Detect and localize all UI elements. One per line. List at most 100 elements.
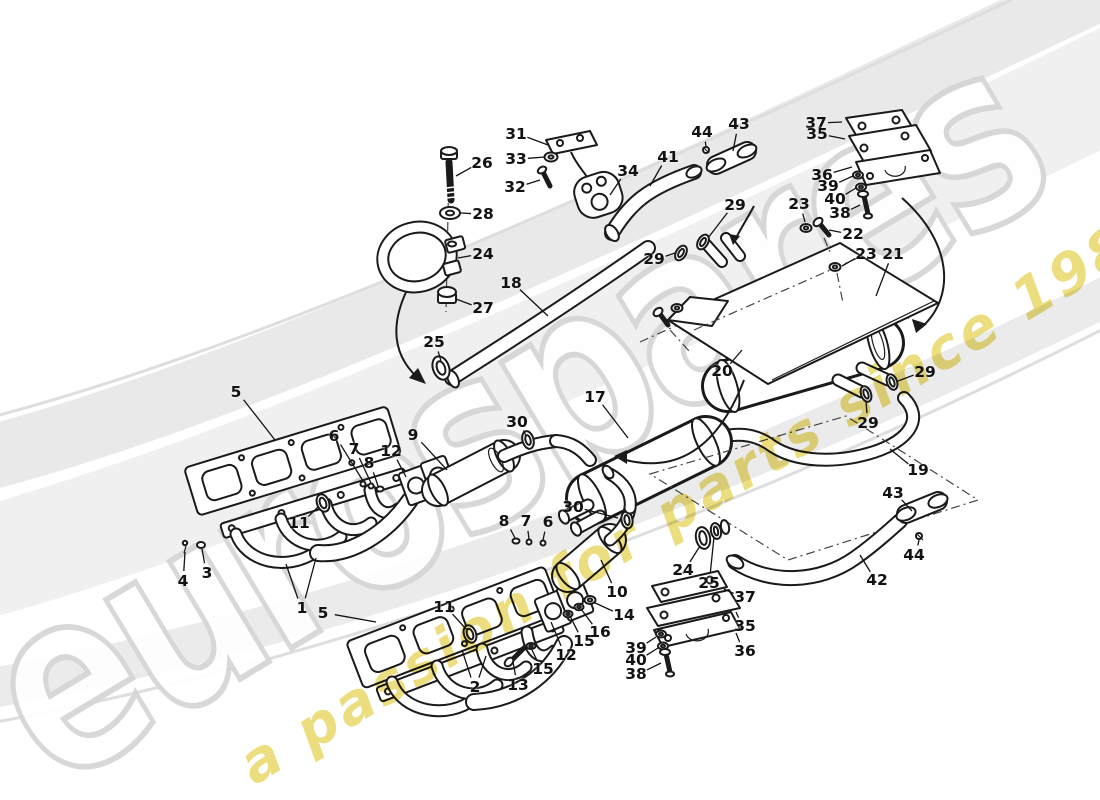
- leader-line: [285, 563, 299, 599]
- leader-line: [522, 430, 527, 437]
- leader-line: [665, 252, 676, 257]
- hanger-bracket-group: [536, 130, 624, 219]
- leader-line: [850, 204, 861, 210]
- bolt-22: [657, 311, 671, 328]
- leader-line: [602, 404, 629, 439]
- leader-line: [396, 459, 407, 478]
- leader-line: [460, 212, 472, 215]
- leader-line: [689, 545, 701, 563]
- leader-line: [455, 166, 472, 177]
- leader-line: [600, 559, 613, 584]
- leader-line: [828, 135, 846, 140]
- bolt-38: [861, 193, 871, 217]
- rubber-hanger-34: [573, 170, 624, 219]
- leader-line: [723, 588, 735, 595]
- leader-line: [580, 608, 593, 625]
- leader-line: [437, 351, 442, 362]
- leader-line: [828, 229, 842, 233]
- leader-line: [865, 400, 868, 414]
- tail-pipe-upper-group: [604, 141, 758, 243]
- leader-line: [457, 254, 472, 259]
- leader-line: [527, 156, 546, 159]
- leader-line: [304, 557, 317, 599]
- leader-line: [519, 289, 549, 317]
- leader-line: [183, 551, 186, 572]
- leader-line: [707, 212, 728, 239]
- leader-line: [735, 632, 741, 643]
- leader-line: [646, 636, 657, 644]
- leader-line: [527, 136, 549, 146]
- arrowhead: [409, 368, 426, 384]
- curved-arrow: [621, 379, 745, 465]
- leader-line: [917, 539, 920, 546]
- leader-line: [201, 548, 206, 564]
- leader-line: [372, 472, 379, 487]
- stud-6: [359, 480, 367, 488]
- leader-line: [802, 213, 806, 223]
- leader-line: [461, 649, 472, 678]
- curved-arrow: [395, 289, 419, 379]
- leader-line: [542, 531, 546, 541]
- leader-line: [307, 506, 319, 518]
- front-pipe-and-clamp-group: [376, 146, 656, 389]
- leader-line: [729, 349, 743, 365]
- manifold-gasket-5: [184, 406, 402, 516]
- bolt-22: [817, 221, 832, 238]
- leader-line: [339, 444, 364, 482]
- leader-line: [527, 530, 530, 540]
- arrowhead: [912, 319, 927, 333]
- leader-line: [358, 457, 372, 484]
- left-bank-exhaust-group: [181, 303, 745, 569]
- leader-line: [334, 614, 377, 623]
- leader-line: [550, 621, 562, 647]
- leader-line: [584, 508, 619, 519]
- leader-line: [455, 298, 472, 306]
- leader-line: [569, 615, 579, 633]
- leader-line: [889, 448, 909, 465]
- bolt-32: [540, 169, 553, 189]
- bolt-13: [509, 644, 528, 663]
- leader-line: [732, 133, 738, 152]
- leader-line: [859, 554, 871, 573]
- leader-line: [735, 611, 740, 618]
- leader-line: [609, 178, 622, 196]
- arrowhead: [729, 234, 740, 245]
- leader-line: [841, 257, 856, 267]
- leader-line: [649, 165, 663, 187]
- bracket-36: [653, 611, 741, 648]
- stud-6: [539, 539, 547, 547]
- leader-line: [526, 179, 541, 185]
- leader-line: [478, 655, 487, 678]
- leader-line: [901, 499, 913, 512]
- leader-line: [838, 175, 854, 183]
- background-swoosh: [0, 0, 1100, 723]
- washer-3: [196, 541, 206, 549]
- bolt-26: [445, 158, 455, 204]
- stud-7: [367, 482, 375, 490]
- stud-4: [181, 539, 189, 547]
- leader-line: [512, 661, 517, 676]
- nut-8: [375, 485, 385, 493]
- curved-arrow: [901, 197, 946, 328]
- leader-line: [827, 121, 843, 124]
- leader-line: [646, 662, 662, 671]
- leader-line: [897, 374, 914, 382]
- leader-lines: [183, 121, 920, 678]
- leader-line: [875, 263, 890, 297]
- leader-line: [709, 536, 715, 574]
- leader-line: [243, 399, 276, 441]
- leader-line: [833, 166, 853, 174]
- leader-line: [531, 649, 538, 661]
- leader-line: [704, 141, 707, 147]
- leader-line: [592, 601, 614, 612]
- leader-line: [646, 647, 659, 656]
- rear-silencer-group: [639, 109, 946, 467]
- bolt-38: [663, 651, 673, 675]
- right-bank-exhaust-group: [346, 415, 980, 718]
- leader-line: [452, 613, 468, 631]
- stud-7: [525, 538, 533, 546]
- nut-8: [511, 537, 521, 545]
- leader-line: [420, 441, 448, 471]
